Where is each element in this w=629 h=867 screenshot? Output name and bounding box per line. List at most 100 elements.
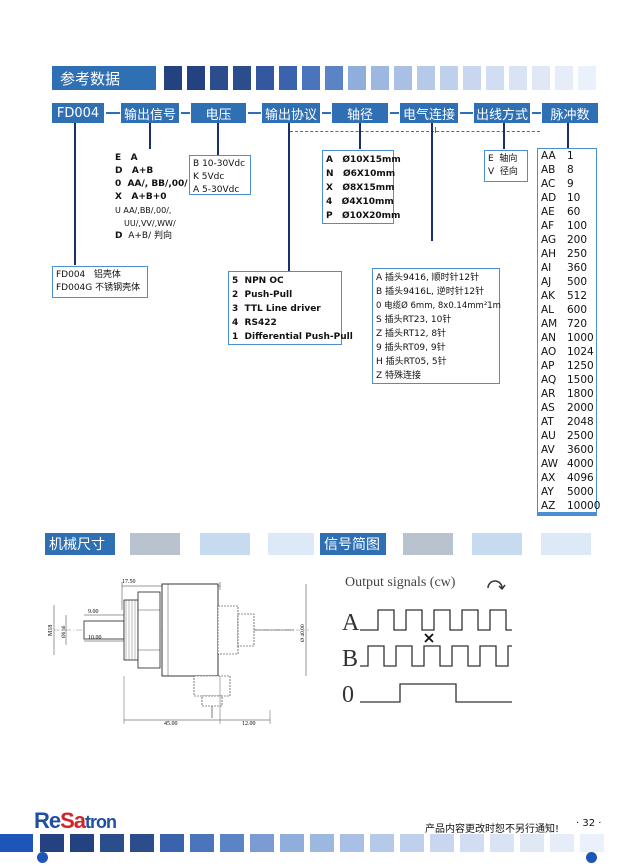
pulse-option-row: AJ 500 — [538, 275, 596, 289]
pulse-value: 60 — [567, 206, 581, 218]
section-title-signal: 信号简图 — [320, 533, 386, 555]
pulse-code: AK — [541, 290, 556, 302]
pulse-option-row: AF 100 — [538, 219, 596, 233]
pulse-option-row: AU 2500 — [538, 429, 596, 443]
pulse-code: AA — [541, 150, 556, 162]
code-pulses: 脉冲数 — [542, 103, 598, 123]
waveform-a — [360, 609, 512, 631]
pulse-code: AF — [541, 220, 555, 232]
brand-logo: ReSatron — [34, 808, 117, 833]
pulse-value: 200 — [567, 234, 588, 246]
pulse-code: AY — [541, 486, 554, 498]
dim-label: Ø6 h6 — [62, 625, 67, 638]
pulse-value: 1500 — [567, 374, 594, 386]
mechanical-drawing: 17.50 9.00 10.00 M18 Ø6 h6 Ø 40.00 45.00… — [48, 579, 309, 727]
waveform-0 — [360, 683, 512, 703]
code-outlet: 出线方式 — [474, 103, 530, 123]
list-item: E A — [115, 153, 138, 163]
pulse-value: 2500 — [567, 430, 594, 442]
dim-label: M18 — [48, 625, 54, 636]
pulse-code: AD — [541, 192, 557, 204]
pulse-code: AP — [541, 360, 555, 372]
pulse-value: 1000 — [567, 332, 594, 344]
list-item: B 10-30Vdc — [193, 159, 246, 169]
pulse-value: 3600 — [567, 444, 594, 456]
footer-notice: 产品内容更改时恕不另行通知! — [425, 824, 560, 835]
list-item: B 插头9416L, 逆时针12针 — [376, 287, 485, 297]
pulse-option-row: AG 200 — [538, 233, 596, 247]
footer-dot-left — [37, 852, 48, 863]
pulse-value: 360 — [567, 262, 588, 274]
pulse-code: AJ — [541, 276, 552, 288]
signal-label-0: 0 — [342, 682, 354, 708]
list-item: Z 插头RT12, 8针 — [376, 329, 447, 339]
list-item: N Ø6X10mm — [326, 169, 396, 179]
pulse-value: 512 — [567, 290, 588, 302]
connector-protocol — [288, 123, 290, 271]
connector-connection — [431, 123, 433, 241]
rotation-arrow-icon — [487, 580, 506, 591]
pulse-value: 720 — [567, 318, 588, 330]
pulse-option-row: AP 1250 — [538, 359, 596, 373]
pulse-option-row: AC 9 — [538, 177, 596, 191]
list-item: FD004 铝壳体 — [56, 270, 121, 280]
pulse-code: AE — [541, 206, 555, 218]
pulse-option-row: AA 1 — [538, 149, 596, 163]
pulse-value: 500 — [567, 276, 588, 288]
voltage-options: B 10-30Vdc K 5Vdc A 5-30Vdc — [189, 155, 251, 195]
pulse-code: AG — [541, 234, 557, 246]
page-number: · 32 · — [576, 818, 602, 829]
pulse-value: 1250 — [567, 360, 594, 372]
dim-label: 17.50 — [122, 579, 136, 585]
pulse-value: 10 — [567, 192, 581, 204]
pulse-value: 4000 — [567, 458, 594, 470]
pulse-value: 9 — [567, 178, 574, 190]
pulse-option-row: AE 60 — [538, 205, 596, 219]
pulse-code: AN — [541, 332, 557, 344]
pulse-value: 4096 — [567, 472, 594, 484]
code-connector — [248, 112, 261, 114]
list-item: X A+B+0 — [115, 192, 167, 202]
pulse-code: AU — [541, 430, 556, 442]
signal-label-a: A — [342, 610, 360, 636]
code-shaft: 轴径 — [332, 103, 388, 123]
section-title-reference: 参考数据 — [52, 66, 156, 90]
connector-voltage — [217, 123, 219, 155]
pulse-value: 1024 — [567, 346, 594, 358]
code-model: FD004 — [52, 103, 104, 123]
cross-marker-icon — [424, 633, 434, 643]
pulse-code: AV — [541, 444, 555, 456]
list-item: S 插头RT23, 10针 — [376, 315, 452, 325]
pulse-code: AC — [541, 178, 556, 190]
pulse-value: 2000 — [567, 402, 594, 414]
pulse-option-row: AV 3600 — [538, 443, 596, 457]
list-item: E 轴向 — [488, 154, 518, 164]
code-connector — [390, 112, 399, 114]
pulse-code: AT — [541, 416, 554, 428]
dim-label: 9.00 — [88, 609, 99, 615]
list-item: A 5-30Vdc — [193, 185, 240, 195]
list-item: P Ø10X20mm — [326, 211, 401, 221]
list-item: X Ø8X15mm — [326, 183, 395, 193]
pulse-value: 5000 — [567, 486, 594, 498]
pulse-code: AH — [541, 248, 557, 260]
pulse-value: 1 — [567, 150, 574, 162]
list-item: UU/,VV/,WW/ — [124, 219, 176, 228]
list-item: 4 Ø4X10mm — [326, 197, 394, 207]
code-connector — [106, 112, 120, 114]
pulse-code: AZ — [541, 500, 556, 512]
list-item: 5 NPN OC — [232, 276, 284, 286]
code-connector — [532, 112, 541, 114]
pulse-value: 100 — [567, 220, 588, 232]
shaft-options: A Ø10X15mm N Ø6X10mm X Ø8X15mm 4 Ø4X10mm… — [322, 150, 401, 224]
list-item: 4 RS422 — [232, 318, 277, 328]
